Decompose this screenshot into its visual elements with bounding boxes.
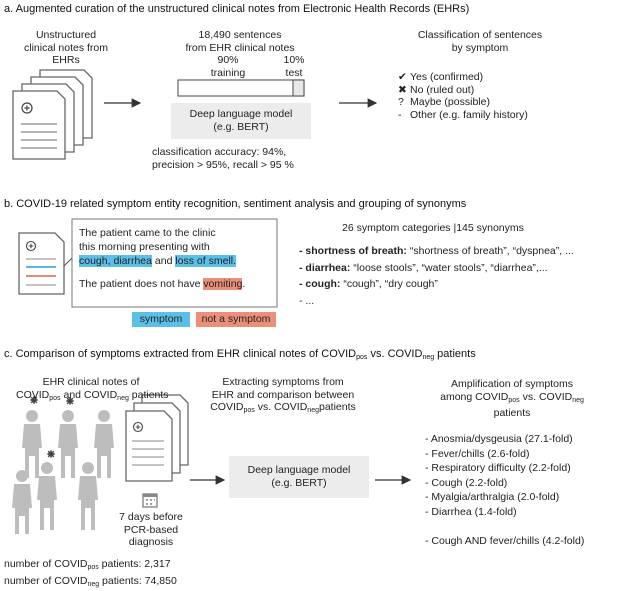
- amplification-item: - Cough (2.2-fold): [425, 476, 573, 491]
- amplification-item: - Myalgia/arthralgia (2.0-fold): [425, 490, 573, 505]
- note-negative-line: The patient does not have vomiting.: [79, 277, 245, 291]
- synonym-list: - shortness of breath: “shortness of bre…: [299, 243, 574, 309]
- section-c-heading: c. Comparison of symptoms extracted from…: [4, 348, 476, 365]
- accuracy-text: classification accuracy: 94%, precision …: [152, 146, 294, 171]
- training-split-label: 90% training: [198, 54, 258, 79]
- amplification-title: Amplification of symptoms among COVIDpos…: [432, 378, 592, 420]
- clinical-notes-stack-icon: [126, 395, 188, 481]
- patient-counts: number of COVIDpos patients: 2,317 numbe…: [4, 558, 177, 591]
- classification-title: Classification of sentences by symptom: [395, 29, 565, 54]
- count-neg: number of COVIDneg patients: 74,850: [4, 575, 177, 591]
- highlight-not-symptom: vomiting: [203, 278, 242, 290]
- ehr-notes-label: EHR clinical notes of COVIDpos and COVID…: [16, 376, 166, 405]
- legend-symptom: symptom: [132, 312, 190, 327]
- classification-list: ✔Yes (confirmed) ✖No (ruled out) ?Maybe …: [398, 71, 528, 121]
- class-maybe: ?Maybe (possible): [398, 96, 528, 109]
- amplification-item: - Diarrhea (1.4-fold): [425, 505, 573, 520]
- synonym-stats: 26 symptom categories |145 synonyms: [342, 222, 524, 235]
- test-split-label: 10% test: [274, 54, 314, 79]
- amplification-item: - Anosmia/dysgeusia (27.1-fold): [425, 432, 573, 447]
- section-a-heading: a. Augmented curation of the unstructure…: [4, 3, 469, 16]
- note-text: The patient came to the clinic this morn…: [79, 226, 245, 291]
- synonym-row: - ...: [299, 293, 574, 310]
- highlight-symptom-2: loss of smell.: [175, 255, 236, 267]
- count-pos: number of COVIDpos patients: 2,317: [4, 558, 177, 575]
- model-box-a: Deep language model (e.g. BERT): [171, 103, 311, 139]
- synonym-row: - shortness of breath: “shortness of bre…: [299, 243, 574, 260]
- amplification-item: - Respiratory difficulty (2.2-fold): [425, 461, 573, 476]
- class-other: -Other (e.g. family history): [398, 109, 528, 122]
- patients-icon: [12, 410, 114, 534]
- amplification-combo: - Cough AND fever/chills (4.2-fold): [425, 535, 584, 548]
- unstructured-notes-label: Unstructured clinical notes from EHRs: [18, 29, 114, 67]
- sentences-label: 18,490 sentences from EHR clinical notes: [170, 29, 310, 54]
- document-stack-icon: [13, 70, 92, 159]
- days-before-label: 7 days before PCR-based diagnosis: [113, 511, 189, 549]
- class-yes: ✔Yes (confirmed): [398, 71, 528, 84]
- legend-not-symptom: not a symptom: [196, 312, 276, 327]
- extracting-label: Extracting symptoms from EHR and compari…: [208, 376, 358, 418]
- highlight-symptom-1: cough, diarrhea: [79, 255, 152, 267]
- model-box-c: Deep language model (e.g. BERT): [229, 456, 369, 498]
- synonym-row: - cough: “cough”, “dry cough”: [299, 276, 574, 293]
- calendar-icon: [143, 494, 157, 507]
- class-no: ✖No (ruled out): [398, 84, 528, 97]
- amplification-item: - Fever/chills (2.6-fold): [425, 447, 573, 462]
- document-icon: [19, 233, 64, 294]
- section-b-heading: b. COVID-19 related symptom entity recog…: [4, 198, 466, 211]
- note-positive-line: cough, diarrhea and loss of smell.: [79, 254, 245, 268]
- train-test-split-bar: [178, 80, 304, 96]
- amplification-list: - Anosmia/dysgeusia (27.1-fold) - Fever/…: [425, 432, 573, 519]
- synonym-row: - diarrhea: “loose stools”, “water stool…: [299, 260, 574, 277]
